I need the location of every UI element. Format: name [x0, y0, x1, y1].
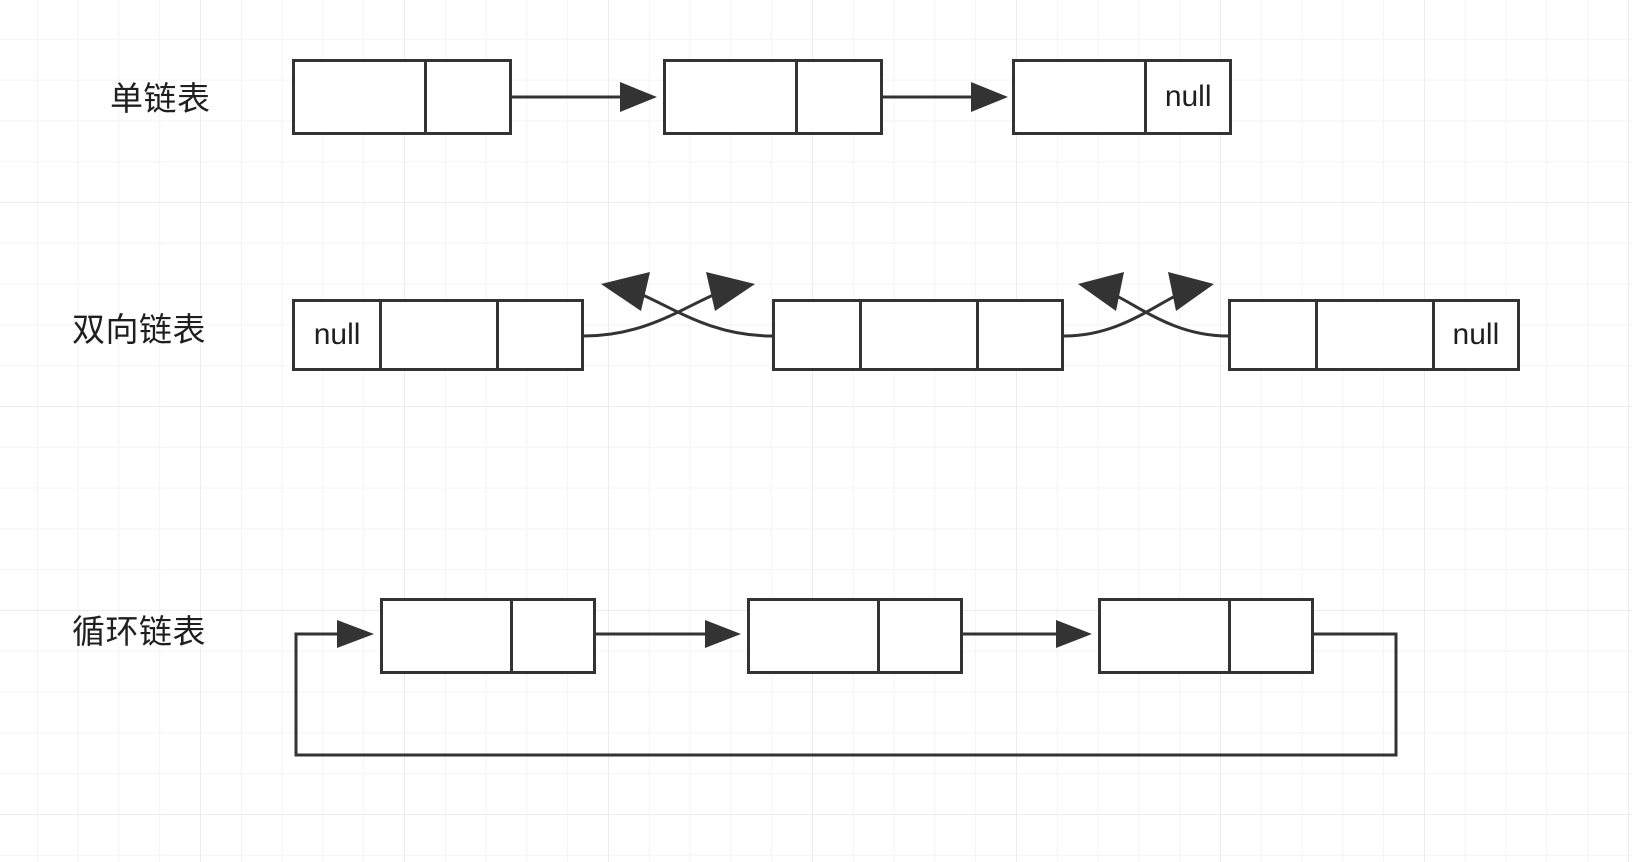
doubly-node-3-prev — [1231, 302, 1316, 368]
circular-node-1 — [380, 598, 596, 674]
circular-node-2-next — [877, 601, 960, 671]
singly-node-1 — [292, 59, 512, 135]
doubly-node-1-prev-null: null — [295, 302, 380, 368]
doubly-cross-1-next — [583, 272, 755, 338]
doubly-node-2-prev — [775, 302, 860, 368]
singly-arrow-2 — [883, 82, 1008, 112]
circular-arrow-2 — [963, 620, 1092, 648]
doubly-node-2-next — [975, 302, 1061, 368]
singly-node-2-data — [666, 62, 796, 132]
doubly-cross-2-prev — [1078, 272, 1229, 338]
doubly-cross-2-next — [1063, 272, 1214, 338]
circular-node-3-next — [1228, 601, 1311, 671]
doubly-node-1-next — [495, 302, 581, 368]
circular-node-1-data — [383, 601, 511, 671]
row-label-singly: 单链表 — [110, 80, 211, 117]
singly-node-1-next — [424, 62, 509, 132]
singly-node-2-next — [795, 62, 880, 132]
doubly-node-1: null — [292, 299, 584, 371]
circular-node-2-data — [750, 601, 878, 671]
singly-node-3-data — [1015, 62, 1145, 132]
singly-node-1-data — [295, 62, 425, 132]
singly-node-3-next-null: null — [1144, 62, 1229, 132]
doubly-node-3-data — [1315, 302, 1432, 368]
doubly-node-3-next-null: null — [1431, 302, 1517, 368]
singly-node-2 — [663, 59, 883, 135]
singly-node-3: null — [1012, 59, 1232, 135]
row-label-doubly: 双向链表 — [72, 311, 206, 348]
doubly-node-1-data — [379, 302, 496, 368]
doubly-node-2 — [772, 299, 1064, 371]
doubly-cross-1-prev — [601, 272, 773, 338]
singly-arrow-1 — [512, 82, 657, 112]
circular-node-3 — [1098, 598, 1314, 674]
circular-node-2 — [747, 598, 963, 674]
doubly-node-2-data — [859, 302, 976, 368]
row-label-circular: 循环链表 — [72, 613, 206, 650]
doubly-node-3: null — [1228, 299, 1520, 371]
circular-arrow-1 — [596, 620, 741, 648]
circular-node-1-next — [510, 601, 593, 671]
circular-node-3-data — [1101, 601, 1229, 671]
